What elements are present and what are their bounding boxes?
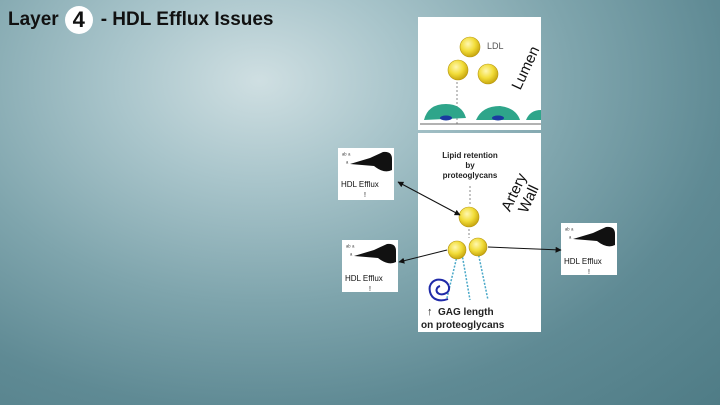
ldl-particle — [459, 36, 481, 58]
endothelial-cell — [424, 104, 466, 120]
artery-wall-panel: Lipid retention by proteoglycans Artery … — [418, 133, 543, 303]
gag-coil — [428, 278, 450, 302]
hand-pipette-icon — [573, 226, 615, 247]
callout-mark-glyph: ᵃ — [350, 253, 353, 259]
gag-caption-panel: ↑ GAG length on proteoglycans — [418, 303, 541, 332]
hdl-efflux-callout: ᵃᵇ ᵃ ᵃ HDL Efflux ! — [342, 240, 398, 293]
hand-pipette-icon — [350, 151, 392, 172]
callout-mark-glyph: ᵃᵇ ᵃ — [346, 244, 355, 251]
endothelial-cell — [476, 106, 520, 120]
callout-mark-glyph: ᵃ — [346, 161, 349, 167]
callout-mark-glyph: ᵃᵇ ᵃ — [565, 227, 574, 234]
hand-pipette-icon — [354, 243, 396, 264]
gag-strand — [477, 251, 489, 301]
cell-nucleus — [440, 115, 452, 121]
lipid-retention-label-1: Lipid retention — [442, 151, 498, 160]
callout-mark-glyph: ᵃᵇ ᵃ — [342, 152, 351, 159]
slide-title: Layer 4 - HDL Efflux Issues — [8, 6, 274, 34]
artery-wall-panel-bg — [418, 133, 541, 303]
bound-ldl-particle — [468, 237, 488, 257]
exclamation-mark: ! — [364, 192, 366, 199]
retained-ldl-particle — [458, 206, 480, 228]
hdl-efflux-callout: ᵃᵇ ᵃ ᵃ HDL Efflux ! — [561, 223, 617, 276]
endothelial-cell — [526, 110, 541, 120]
exclamation-mark: ! — [588, 269, 590, 276]
lipid-retention-label-3: proteoglycans — [443, 171, 498, 180]
callout-mark-glyph: ᵃ — [569, 236, 572, 242]
gag-length-label: GAG length — [438, 307, 494, 318]
title-layer-word: Layer — [8, 9, 59, 30]
gag-up-arrow: ↑ — [427, 306, 433, 318]
efflux-arrow — [398, 249, 448, 264]
gag-strand — [461, 253, 471, 301]
cell-nucleus — [492, 115, 504, 121]
hdl-efflux-callout: ᵃᵇ ᵃ ᵃ HDL Efflux ! — [338, 148, 394, 200]
lumen-panel: LDL Lumen — [418, 17, 543, 130]
exclamation-mark: ! — [369, 286, 371, 293]
efflux-arrow — [487, 246, 562, 253]
ldl-particle — [477, 63, 499, 85]
title-topic: - HDL Efflux Issues — [100, 9, 274, 30]
ldl-label: LDL — [487, 41, 504, 51]
bound-ldl-particle — [447, 240, 467, 260]
hdl-efflux-label: HDL Efflux — [345, 274, 383, 283]
efflux-arrow — [397, 181, 461, 216]
layer-number-badge: 4 — [64, 6, 93, 34]
hdl-efflux-label: HDL Efflux — [564, 257, 602, 266]
hdl-efflux-label: HDL Efflux — [341, 180, 379, 189]
ldl-particle — [447, 59, 469, 81]
gag-proteoglycans-label: on proteoglycans — [421, 320, 505, 331]
lipid-retention-label-2: by — [465, 161, 475, 170]
endothelial-layer — [420, 104, 541, 125]
gag-caption-bg — [418, 303, 541, 332]
